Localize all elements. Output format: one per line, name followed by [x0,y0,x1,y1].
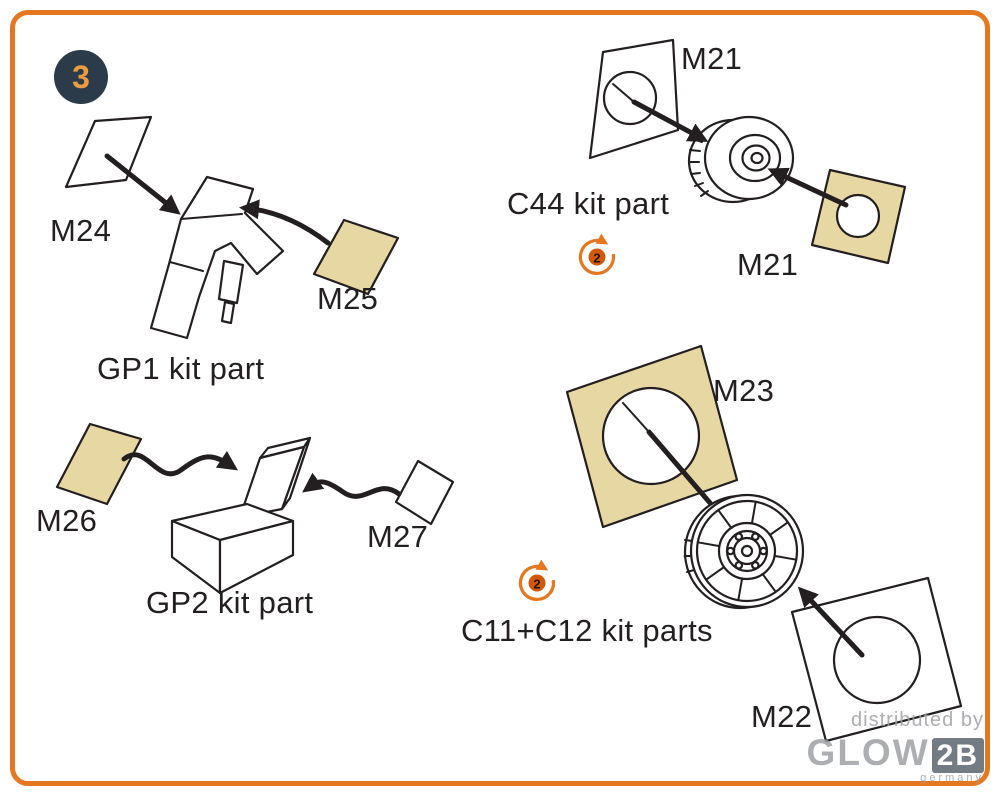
watermark-prefix: distributed by [851,709,984,731]
repeat-count-c11: 2 [533,577,540,592]
label-m21-right: M21 [737,247,799,282]
label-m22: M22 [751,699,813,734]
repeat-count-badge-c11: 2 [518,559,556,601]
label-gp1-kit-part: GP1 kit part [97,351,265,386]
logo-2b-box: 2B [931,738,984,773]
arrow-m21-top-to-wheel [631,99,709,142]
step-number: 3 [72,58,90,95]
label-m27: M27 [367,519,429,554]
mask-m21-top [588,38,680,160]
arrow-m22-to-wheel [797,586,865,658]
label-m24: M24 [50,213,112,248]
gp1-part-drawing [149,175,285,340]
logo-glow: GLOW [806,732,930,773]
label-c44-kit-part: C44 kit part [507,186,670,221]
mask-m22 [790,576,963,743]
arrow-m24-to-gp1 [104,153,181,215]
arrow-m21-right-to-wheel [767,167,849,208]
label-gp2-kit-part: GP2 kit part [146,585,314,620]
gp2-part-drawing [170,436,312,595]
step-number-badge: 3 [54,50,108,104]
label-c11-c12-kit-parts: C11+C12 kit parts [461,613,713,648]
arrow-lead-m23 [622,402,650,433]
repeat-count-c44: 2 [593,251,600,266]
mask-m24 [64,115,153,189]
label-m26: M26 [36,503,98,538]
mask-m27 [394,459,455,526]
label-m23: M23 [713,373,775,408]
repeat-count-badge-c44: 2 [578,233,616,275]
arrow-m27-to-gp2 [302,472,402,499]
mask-m25 [312,218,400,296]
watermark-country: germany [920,772,984,784]
mask-m21-right [810,168,907,265]
arrow-lead-m21-top [612,83,635,103]
mask-m26 [55,422,143,506]
label-m25: M25 [317,281,379,316]
c11-c12-wheel-drawing [683,493,805,610]
arrow-m25-to-gp1 [239,199,331,246]
label-m21-top: M21 [681,41,743,76]
c44-wheel-drawing [687,115,795,204]
arrow-m26-to-gp2 [121,450,238,477]
